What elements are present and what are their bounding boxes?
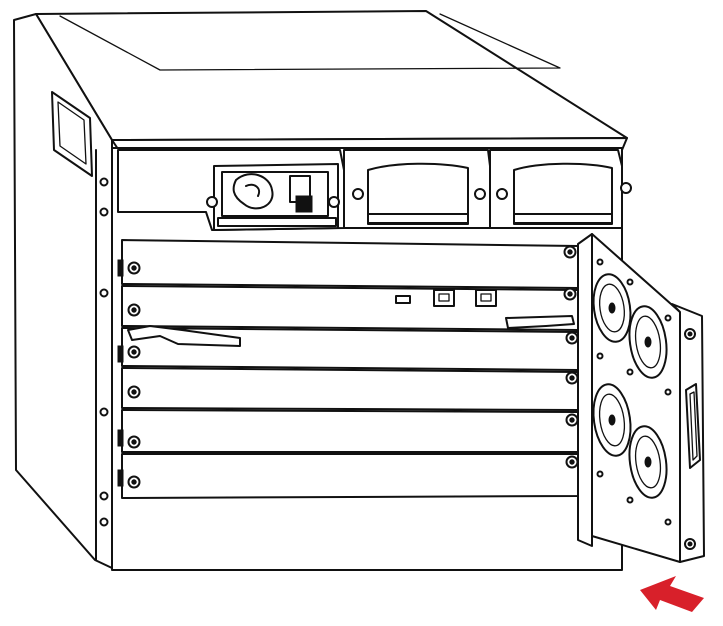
captive-screw[interactable] (127, 345, 141, 359)
ethernet-port[interactable] (475, 289, 497, 307)
captive-screw[interactable] (127, 435, 141, 449)
psu-2-handle (367, 162, 469, 225)
side-handle-inner (57, 101, 87, 165)
captive-screw[interactable] (127, 385, 141, 399)
captive-screw[interactable] (127, 261, 141, 275)
captive-screw[interactable] (565, 413, 579, 427)
fan-panel-holes (596, 258, 672, 526)
captive-screw[interactable] (127, 475, 141, 489)
psu-3-screw (496, 188, 508, 200)
usb-port[interactable] (395, 295, 411, 304)
fan-tray-screw[interactable] (684, 538, 696, 550)
line-card-slot (121, 239, 579, 289)
captive-screw[interactable] (563, 245, 577, 259)
line-card-slots (121, 239, 579, 499)
line-card-slot (121, 409, 579, 453)
psu-1-screw (206, 196, 218, 208)
psu-1-vent (217, 217, 337, 227)
ear-hole (99, 288, 109, 298)
psu-3-vent (513, 213, 613, 224)
slot-latch-tab (117, 259, 124, 277)
power-cable-clamp-icon (232, 173, 274, 210)
captive-screw[interactable] (565, 371, 579, 385)
line-card-slot (121, 453, 579, 499)
psu-2-vent (367, 213, 469, 224)
ear-hole (99, 207, 109, 217)
slot-latch-tab (117, 345, 124, 363)
slot-latch-tab (117, 429, 124, 447)
line-card-slot (121, 367, 579, 411)
pull-direction-arrow-icon (640, 576, 704, 612)
card-captive-screws (127, 245, 579, 489)
psu-2-screw (474, 188, 486, 200)
ear-hole (99, 407, 109, 417)
ethernet-port-jack (438, 293, 450, 302)
side-handle (51, 91, 93, 177)
ear-hole (99, 517, 109, 527)
power-cable-loop-icon (245, 183, 260, 197)
psu-1-screw (328, 196, 340, 208)
captive-screw[interactable] (565, 331, 579, 345)
top-panel-seam (59, 13, 561, 71)
card-ejector-lever-left[interactable] (127, 325, 241, 347)
captive-screw[interactable] (563, 287, 577, 301)
fan-icon (592, 273, 632, 343)
fan-tray-side (577, 233, 593, 547)
mounting-ear-holes (99, 177, 109, 527)
fans (592, 273, 668, 499)
psu-2-screw (352, 188, 364, 200)
captive-screw[interactable] (127, 303, 141, 317)
supervisor-ports (395, 289, 497, 307)
psu-3-handle (513, 162, 613, 225)
ethernet-port-jack (480, 293, 492, 302)
slot-latch-tab (117, 469, 124, 487)
ethernet-port[interactable] (433, 289, 455, 307)
captive-screw[interactable] (565, 455, 579, 469)
ear-hole (99, 491, 109, 501)
fan-icon (628, 305, 668, 379)
fan-tray-handle-grip (689, 391, 698, 461)
power-supply-bays (117, 149, 632, 231)
slot-latch-tabs (117, 259, 124, 487)
fan-icon (592, 383, 632, 457)
ear-hole (99, 177, 109, 187)
fan-icon (628, 425, 668, 499)
fan-tray-screw[interactable] (684, 328, 696, 340)
psu-3-screw (620, 182, 632, 194)
chassis-top-panel (35, 10, 628, 141)
power-connector-icon (295, 195, 313, 213)
card-ejector-lever-right[interactable] (505, 315, 575, 329)
